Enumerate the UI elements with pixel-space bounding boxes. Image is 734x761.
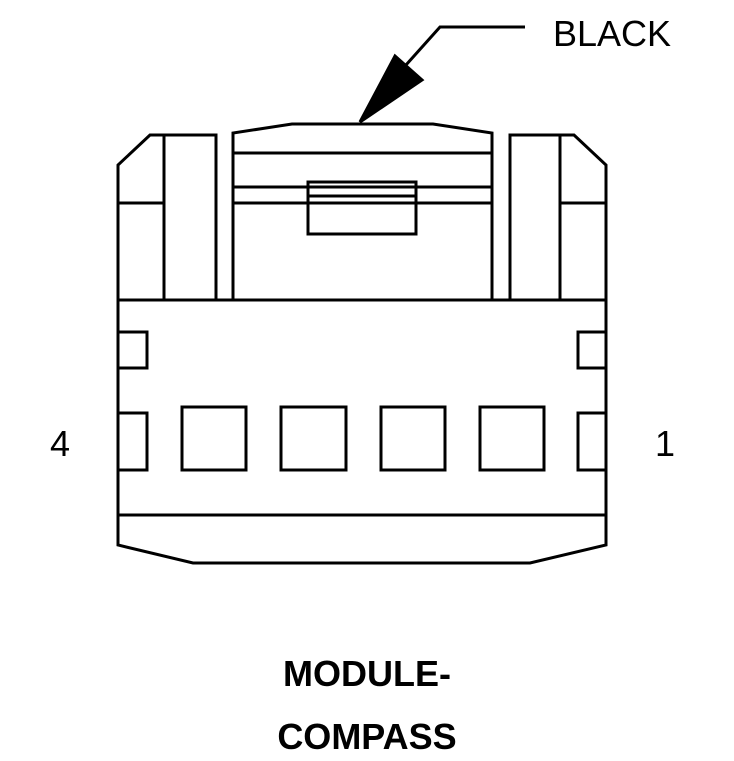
wire-color-label: BLACK [553, 13, 672, 54]
pin-number-right: 1 [655, 423, 676, 464]
pin-number-left: 4 [50, 423, 71, 464]
connector-title-line1: MODULE- [283, 653, 451, 694]
latch-tab [306, 180, 418, 198]
right-upper-key [576, 330, 608, 370]
latch-body [306, 194, 418, 236]
pin-cavity-1 [478, 405, 546, 472]
connector-body [116, 298, 608, 565]
pin-cavity-3 [279, 405, 348, 472]
connector-title-line2: COMPASS [277, 716, 457, 757]
right-tower [508, 133, 608, 302]
right-lower-key [576, 411, 608, 472]
left-lower-key [116, 411, 149, 472]
leader-line [395, 25, 525, 77]
leader-arrowhead [358, 53, 425, 124]
connector-top-cap [231, 122, 494, 302]
pin-cavity-4 [180, 405, 248, 472]
pin-cavity-2 [379, 405, 447, 472]
left-upper-key [116, 330, 149, 370]
left-tower [116, 133, 218, 302]
